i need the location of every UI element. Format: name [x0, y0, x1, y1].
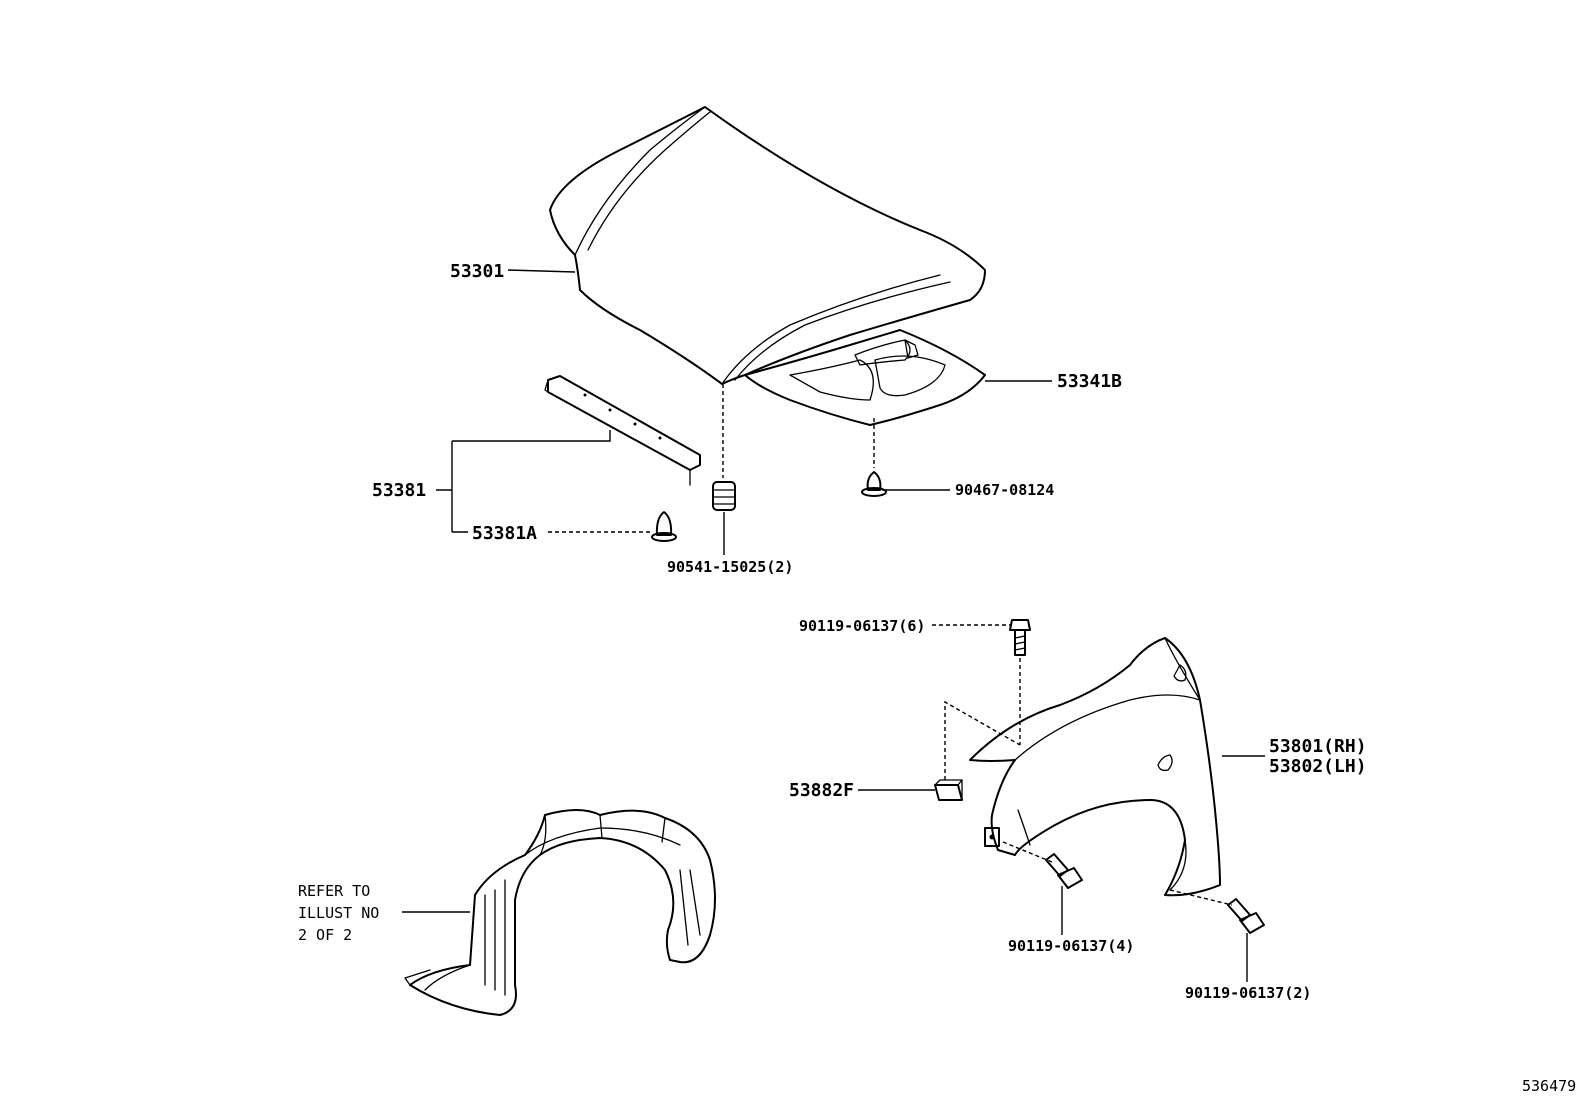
fender-bolt-bottom [1227, 898, 1265, 934]
callout-fender-nut: 53882F [789, 780, 854, 801]
callout-fender-bolt-top: 90119-06137(6) [799, 617, 925, 635]
callout-seal-clip: 53381A [472, 523, 537, 544]
fender-bolt-mid [1045, 853, 1083, 889]
hood-panel [549, 106, 986, 385]
hood-clip [861, 471, 887, 497]
callout-hood-cushion: 90541-15025(2) [667, 558, 793, 576]
callout-fender-rh: 53801(RH) [1269, 736, 1367, 757]
liner-reference-line1: REFER TO [298, 882, 370, 900]
liner-reference-line3: 2 OF 2 [298, 926, 352, 944]
callout-hood-clip: 90467-08124 [955, 481, 1054, 499]
callout-fender-bolt-bottom: 90119-06137(2) [1185, 984, 1311, 1002]
seal-clip [651, 511, 677, 542]
illustration-number: 536479 [1522, 1077, 1576, 1095]
liner-reference-line2: ILLUST NO [298, 904, 379, 922]
front-fender [969, 637, 1221, 897]
callout-fender-bolt-mid: 90119-06137(4) [1008, 937, 1134, 955]
hood-seal [544, 375, 701, 486]
fender-liner [404, 809, 716, 1016]
hood-insulator [744, 329, 986, 426]
fender-bolt-top [1009, 619, 1031, 656]
callout-hood-insulator: 53341B [1057, 371, 1122, 392]
hood-cushion [712, 481, 736, 511]
callout-fender-lh: 53802(LH) [1269, 756, 1367, 777]
callout-seal: 53381 [372, 480, 426, 501]
callout-hood: 53301 [450, 261, 504, 282]
fender-nut [934, 779, 963, 801]
